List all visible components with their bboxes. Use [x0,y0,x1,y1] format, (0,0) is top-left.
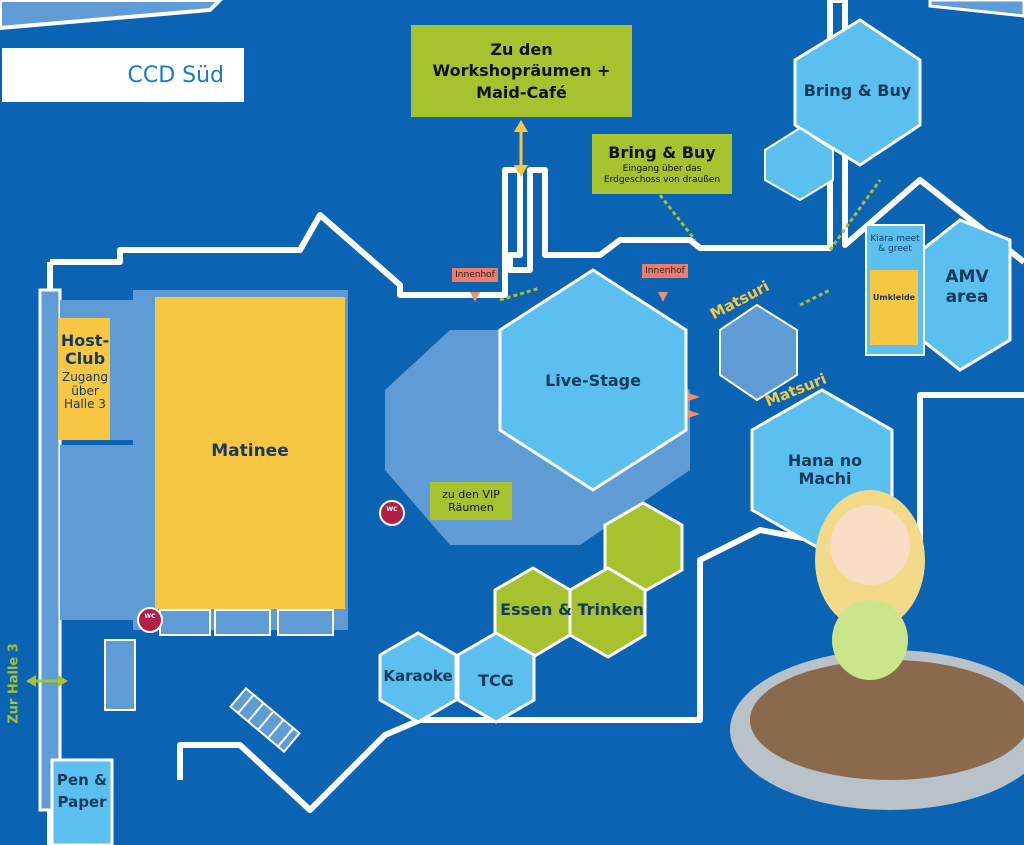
amv-area-label: AMV area [945,267,989,307]
innenhof-label-left: Innenhof [452,268,498,282]
arrow-icon [26,675,68,687]
tcg-hexagon [456,631,536,724]
tcg-label: TCG [478,671,514,690]
arrow-icon [514,120,528,177]
host-club-room [58,318,110,440]
hana-no-machi-label: Hana no Machi [787,451,863,489]
wc-label: WC [144,613,156,620]
wc-label: WC [386,506,398,513]
zur-halle-3-label: Zur Halle 3 [6,643,22,724]
essen-trinken-label: Essen & Trinken [500,600,644,619]
workshop-sign: Zu den Workshopräumen + Maid-Café [411,25,632,117]
arrow-icon [470,292,700,418]
karaoke-hexagon [378,631,458,724]
live-stage-hexagon [498,268,688,492]
host-club-label: Host-Club Zugang über Halle 3 [60,331,110,412]
kiara-label: Kiara meet & greet [870,234,920,255]
arrow-icon [499,179,882,307]
pen-paper-label: Pen & Paper [56,771,108,811]
pen-paper-room [50,758,114,845]
wc-icon [379,500,405,526]
vip-sign: zu den VIP Räumen [430,482,512,520]
bring-buy-hexagon [793,18,922,167]
innenhof-label-right: Innenhof [642,264,688,278]
matinee-area [133,290,348,636]
food-hexagons [493,501,684,659]
live-stage-label: Live-Stage [545,371,641,390]
matinee-label: Matinee [211,441,289,461]
bring-buy-sign: Bring & Buy Eingang über das Erdgeschoss… [592,134,732,194]
mascot-illustration [730,490,1024,810]
karaoke-label: Karaoke [383,667,453,685]
bring-buy-top-label: Bring & Buy [803,81,912,100]
wc-icon [137,607,163,633]
umkleide-label: Umkleide [872,293,916,302]
stairs-icon [229,686,301,754]
page-title-text: CCD Süd [127,62,224,88]
page-title: CCD Süd [0,46,246,104]
